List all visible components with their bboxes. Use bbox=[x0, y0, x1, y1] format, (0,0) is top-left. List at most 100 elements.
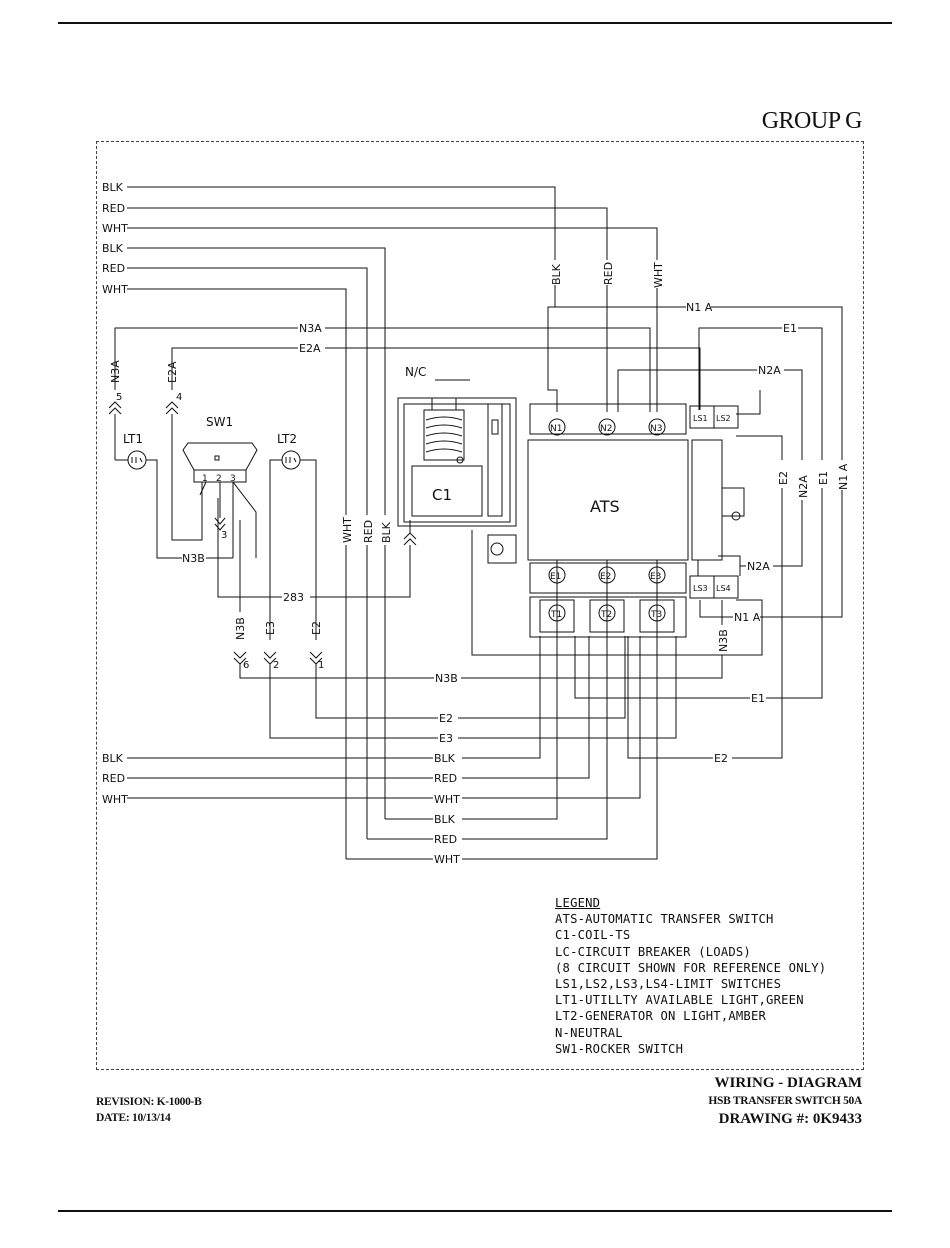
ats-bottom-rail bbox=[529, 562, 687, 594]
terminal-t1-box bbox=[539, 599, 575, 633]
terminal-t3 bbox=[648, 604, 666, 622]
vlabel-n3b-conn: N3B bbox=[234, 617, 247, 640]
bus-e2-mid: E2 bbox=[439, 712, 453, 725]
bus-e1-bottom: E1 bbox=[751, 692, 765, 705]
wire-n2a-top-left bbox=[617, 369, 757, 412]
lt1-label: LT1 bbox=[123, 432, 143, 446]
bus-e2a: E2A bbox=[299, 342, 321, 355]
terminal-t1 bbox=[548, 604, 566, 622]
wire-283-left bbox=[217, 498, 282, 598]
wire-blk-2 bbox=[127, 247, 386, 515]
bus-red-1: RED bbox=[434, 772, 457, 785]
bus-red-2: RED bbox=[434, 833, 457, 846]
wire-lt1-right bbox=[146, 459, 182, 559]
sw1-label: SW1 bbox=[206, 415, 233, 429]
terminal-e1-label: E1 bbox=[550, 572, 561, 582]
wire-wht-1 bbox=[127, 227, 658, 260]
vlabel-e2-conn: E2 bbox=[310, 621, 323, 635]
terminal-t2-box bbox=[589, 599, 625, 633]
lt1-lamp-icon bbox=[127, 450, 147, 470]
wire-red2-bottom-right bbox=[462, 560, 608, 840]
lt2-lamp-icon bbox=[281, 450, 301, 470]
vlabel-n3b-right: N3B bbox=[717, 629, 730, 652]
legend-item: LS1,LS2,LS3,LS4-LIMIT SWITCHES bbox=[555, 977, 782, 992]
lt2-filament-icon bbox=[285, 457, 297, 463]
wire-n2a-top-right bbox=[784, 369, 803, 460]
connector-4-label: 4 bbox=[176, 392, 182, 403]
ls3-label: LS3 bbox=[693, 584, 708, 593]
c1-inner bbox=[403, 403, 511, 523]
terminal-t3-box bbox=[639, 599, 675, 633]
footer-right: WIRING - DIAGRAM HSB TRANSFER SWITCH 50A… bbox=[708, 1074, 862, 1128]
vlabel-red-top: RED bbox=[602, 262, 615, 285]
wire-blk-1 bbox=[127, 186, 556, 260]
wire-e2-mid-left bbox=[315, 664, 438, 719]
c1-frame bbox=[397, 397, 517, 527]
ats-label: ATS bbox=[590, 497, 620, 516]
bus-n2a-top: N2A bbox=[758, 364, 781, 377]
ls-links bbox=[697, 555, 741, 576]
wire-e2-bottom-left bbox=[627, 636, 713, 759]
vlabel-red-mid: RED bbox=[362, 520, 375, 543]
bus-e2-bottom: E2 bbox=[714, 752, 728, 765]
terminal-t2 bbox=[598, 604, 616, 622]
bus-n1a-bottom: N1 A bbox=[734, 611, 761, 624]
c1-coil-icon bbox=[425, 416, 463, 453]
nc-label: N/C bbox=[405, 365, 426, 379]
ats-load-rail bbox=[529, 596, 687, 638]
vlabel-e2-right: E2 bbox=[777, 471, 790, 485]
bus-blk-1: BLK bbox=[434, 752, 456, 765]
diagram-title: WIRING - DIAGRAM bbox=[714, 1075, 863, 1091]
bus-wht-2: WHT bbox=[434, 853, 460, 866]
date: DATE: 10/13/14 bbox=[96, 1112, 171, 1124]
legend-item: SW1-ROCKER SWITCH bbox=[555, 1041, 684, 1056]
vlabel-e2a: E2A bbox=[166, 361, 179, 383]
sw1-pin-1: 1 bbox=[202, 474, 208, 484]
wire-label-blk-bottom: BLK bbox=[102, 752, 124, 765]
wire-wht-2 bbox=[127, 288, 347, 515]
terminal-n1-label: N1 bbox=[550, 424, 562, 434]
terminal-e3-label: E3 bbox=[650, 572, 661, 582]
revision: REVISION: K-1000-B bbox=[96, 1096, 202, 1108]
terminal-t1-label: T1 bbox=[550, 610, 562, 620]
wire-e2a-left bbox=[171, 347, 298, 390]
bus-wht-1: WHT bbox=[434, 793, 460, 806]
legend-item: LT1-UTILLTY AVAILABLE LIGHT,GREEN bbox=[555, 993, 804, 1008]
ats-block: ATS N1 N2 N3 E1 E2 E3 T1 T2 T3 bbox=[487, 403, 689, 638]
lt2-label: LT2 bbox=[277, 432, 297, 446]
terminal-e1 bbox=[548, 566, 566, 584]
wire-e1-top-left bbox=[698, 327, 782, 410]
connector-5-label: 5 bbox=[116, 392, 122, 403]
terminal-e2 bbox=[598, 566, 616, 584]
wire-n2a-bottom-right bbox=[773, 500, 803, 567]
wire-ls2-lead bbox=[736, 390, 761, 415]
wire-e2a-right bbox=[325, 347, 701, 410]
ls-actuator bbox=[691, 439, 723, 561]
sw1-indicator bbox=[214, 455, 220, 461]
connector-2-label: 2 bbox=[273, 660, 279, 671]
ls1-label: LS1 bbox=[693, 414, 708, 423]
wire-e1-top-right bbox=[798, 327, 823, 460]
vlabel-blk-mid: BLK bbox=[380, 521, 393, 543]
ats-ground-block bbox=[487, 534, 517, 564]
terminal-e3 bbox=[648, 566, 666, 584]
vlabel-wht-mid: WHT bbox=[341, 517, 354, 543]
top-rule bbox=[58, 22, 892, 24]
connector-4-icon bbox=[165, 401, 179, 415]
legend-item: LT2-GENERATOR ON LIGHT,AMBER bbox=[555, 1009, 767, 1024]
vlabel-n2a-right: N2A bbox=[797, 475, 810, 498]
wire-ls4-lead bbox=[722, 599, 763, 656]
wire-lt2-right bbox=[300, 459, 317, 640]
ats-top-rail bbox=[529, 403, 687, 435]
ls2-label: LS2 bbox=[716, 414, 731, 423]
wire-e1-bottom-right bbox=[766, 488, 823, 699]
wire-n1a-bottom-left bbox=[699, 600, 733, 618]
group-title: GROUP G bbox=[761, 108, 863, 134]
legend-item: LC-CIRCUIT BREAKER (LOADS) bbox=[555, 944, 751, 959]
wire-label-red-2: RED bbox=[102, 262, 125, 275]
vlabel-n3a: N3A bbox=[109, 360, 122, 383]
wire-label-wht-1: WHT bbox=[102, 222, 128, 235]
vlabel-blk-top: BLK bbox=[550, 263, 563, 285]
wire-red-1 bbox=[127, 207, 608, 260]
wire-wht2-bottom-right bbox=[462, 560, 658, 860]
